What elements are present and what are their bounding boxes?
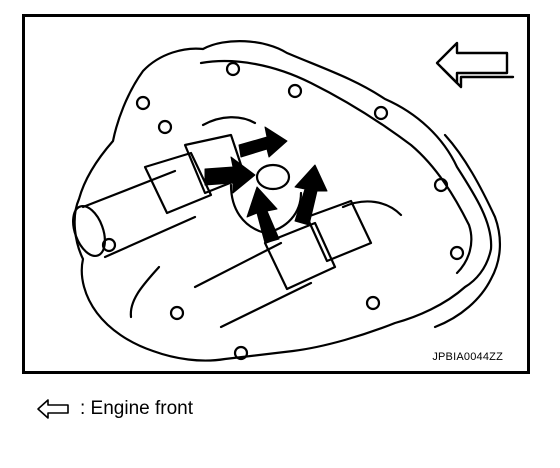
upper-camshaft (72, 116, 257, 259)
flange-outer-line (433, 133, 502, 329)
arrow-lower (246, 186, 280, 244)
lower-camshaft (129, 199, 403, 329)
legend-text: : Engine front (80, 398, 194, 419)
flange-inner-line (199, 59, 473, 275)
arrow-left (204, 156, 256, 194)
legend: : Engine front (36, 398, 193, 420)
bolt-bosses (101, 61, 465, 361)
engine-illustration (72, 40, 515, 362)
arrow-right (294, 164, 328, 226)
figure-code: JPBIA0044ZZ (432, 351, 503, 363)
center-seal (255, 163, 291, 191)
hollow-arrow-left-icon (37, 399, 69, 419)
indicator-arrows (204, 126, 328, 244)
arrow-upper (238, 126, 288, 158)
cylinder-head-outline (73, 40, 493, 362)
diagram-figure: JPBIA0044ZZ (22, 14, 530, 374)
